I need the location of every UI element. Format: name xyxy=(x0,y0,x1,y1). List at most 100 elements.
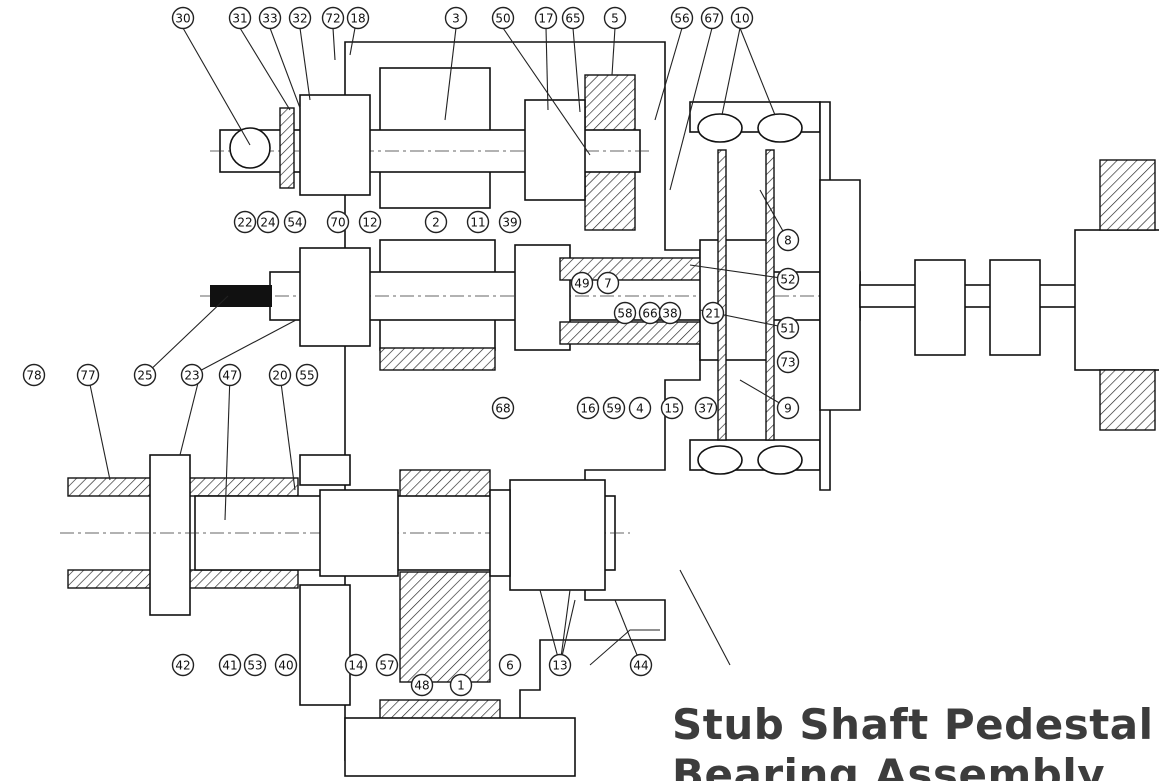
diagram-title-line-1: Stub Shaft Pedestal xyxy=(672,700,1154,749)
callout-bubble xyxy=(466,210,490,234)
callout-number: 68 xyxy=(495,402,510,416)
callout-30: 30 xyxy=(171,6,195,30)
callout-number: 30 xyxy=(175,12,190,26)
callout-77: 77 xyxy=(76,363,100,387)
callout-52: 52 xyxy=(776,267,800,291)
callout-bubble xyxy=(449,673,473,697)
callout-67: 67 xyxy=(700,6,724,30)
callout-bubble xyxy=(218,363,242,387)
callout-bubble xyxy=(596,271,620,295)
leader-lines xyxy=(87,27,789,666)
callout-bubble xyxy=(730,6,754,30)
callout-bubble xyxy=(776,396,800,420)
pillow-block-right xyxy=(989,259,1041,356)
callout-1: 1 xyxy=(449,673,473,697)
callout-bubble xyxy=(358,210,382,234)
callout-bubble xyxy=(256,210,280,234)
callout-bubble xyxy=(258,6,282,30)
callout-2: 2 xyxy=(424,210,448,234)
callout-number: 57 xyxy=(379,659,394,673)
callout-38: 38 xyxy=(658,301,682,325)
callout-51: 51 xyxy=(776,316,800,340)
callout-bubble xyxy=(498,653,522,677)
callout-number: 20 xyxy=(272,369,287,383)
lower-left-bearing xyxy=(319,489,399,577)
callout-17: 17 xyxy=(534,6,558,30)
callout-number: 51 xyxy=(780,322,795,336)
callout-bubble xyxy=(776,267,800,291)
diagram-title: Stub Shaft Pedestal Bearing Assembly xyxy=(672,700,1159,781)
callout-bubble xyxy=(602,396,626,420)
callout-number: 1 xyxy=(457,679,465,693)
flexible-coupling-hub xyxy=(699,239,771,361)
callout-number: 37 xyxy=(698,402,713,416)
pedestal-support xyxy=(299,584,351,706)
callout-bubble xyxy=(233,210,257,234)
callout-9: 9 xyxy=(776,396,800,420)
callout-72: 72 xyxy=(321,6,345,30)
middle-gear-rim xyxy=(379,347,496,371)
callout-39: 39 xyxy=(498,210,522,234)
callout-59: 59 xyxy=(602,396,626,420)
callout-23: 23 xyxy=(180,363,204,387)
callout-number: 8 xyxy=(784,234,792,248)
callout-number: 66 xyxy=(642,307,657,321)
upper-shaft-assembly xyxy=(210,94,650,201)
callout-number: 21 xyxy=(705,307,720,321)
callout-number: 67 xyxy=(704,12,719,26)
callout-number: 70 xyxy=(330,216,345,230)
callout-bubble xyxy=(776,350,800,374)
callout-42: 42 xyxy=(171,653,195,677)
callout-13: 13 xyxy=(548,653,572,677)
callout-6: 6 xyxy=(498,653,522,677)
callout-bubble xyxy=(776,316,800,340)
callout-number: 17 xyxy=(538,12,553,26)
callout-number: 16 xyxy=(580,402,595,416)
callout-number: 77 xyxy=(80,369,95,383)
callout-number: 12 xyxy=(362,216,377,230)
callout-number: 31 xyxy=(232,12,247,26)
callout-number: 44 xyxy=(633,659,648,673)
callout-bubble xyxy=(218,653,242,677)
callout-20: 20 xyxy=(268,363,292,387)
callout-18: 18 xyxy=(346,6,370,30)
drive-flange xyxy=(1074,229,1159,371)
callout-number: 13 xyxy=(552,659,567,673)
callout-number: 50 xyxy=(495,12,510,26)
callout-bubble xyxy=(326,210,350,234)
callout-44: 44 xyxy=(629,653,653,677)
callout-number: 25 xyxy=(137,369,152,383)
callout-40: 40 xyxy=(274,653,298,677)
callout-bubble xyxy=(561,6,585,30)
callout-bubble xyxy=(274,653,298,677)
callout-bubble xyxy=(243,653,267,677)
callout-53: 53 xyxy=(243,653,267,677)
callout-3: 3 xyxy=(444,6,468,30)
callout-25: 25 xyxy=(133,363,157,387)
callout-number: 40 xyxy=(278,659,293,673)
callout-number: 52 xyxy=(780,273,795,287)
callout-4: 4 xyxy=(628,396,652,420)
callout-number: 14 xyxy=(348,659,363,673)
callout-bubble xyxy=(346,6,370,30)
callout-bubble xyxy=(295,363,319,387)
callout-number: 7 xyxy=(604,277,612,291)
callout-10: 10 xyxy=(730,6,754,30)
callout-number: 39 xyxy=(502,216,517,230)
callout-number: 3 xyxy=(452,12,460,26)
callout-number: 6 xyxy=(506,659,514,673)
callout-number: 11 xyxy=(470,216,485,230)
callout-12: 12 xyxy=(358,210,382,234)
callout-50: 50 xyxy=(491,6,515,30)
callout-number: 78 xyxy=(26,369,41,383)
callout-bubble xyxy=(498,210,522,234)
callout-bubble xyxy=(491,6,515,30)
diagram-title-line-2: Bearing Assembly xyxy=(672,750,1106,781)
callout-number: 15 xyxy=(664,402,679,416)
callout-bubble xyxy=(228,6,252,30)
callout-number: 58 xyxy=(617,307,632,321)
callout-bubble xyxy=(628,396,652,420)
callout-bubble xyxy=(603,6,627,30)
callout-bubble xyxy=(171,6,195,30)
